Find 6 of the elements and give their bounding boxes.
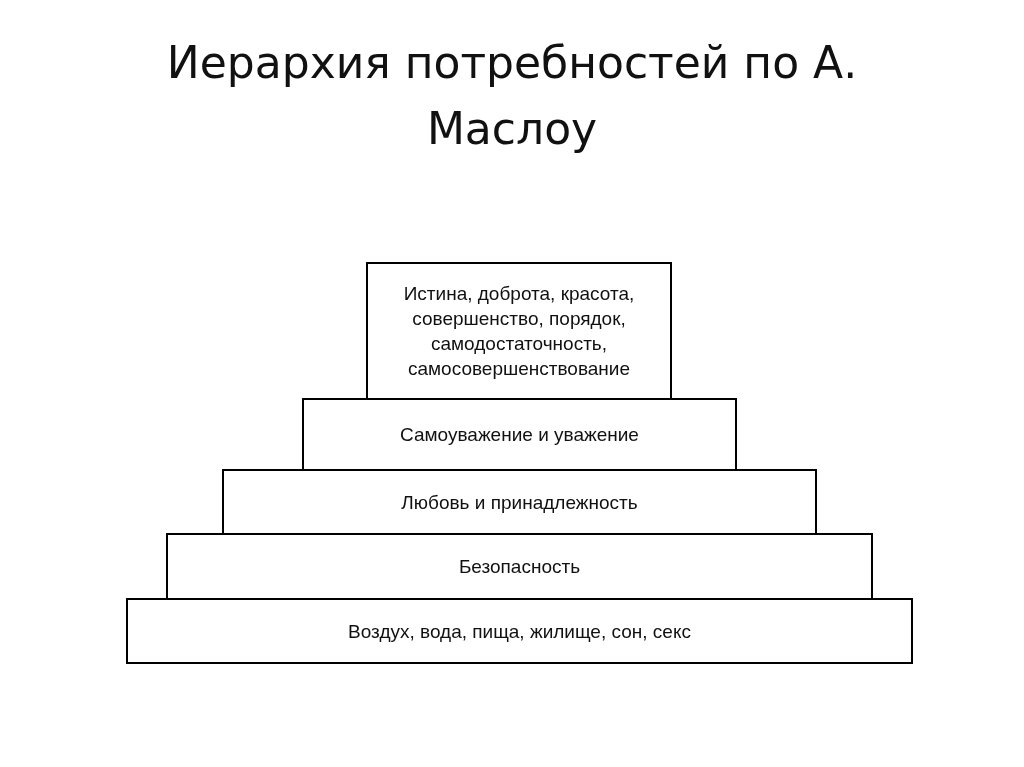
pyramid-step: Самоуважение и уважение (302, 398, 737, 471)
pyramid-step: Любовь и принадлежность (222, 469, 817, 535)
title: Иерархия потребностей по А. Маслоу (165, 36, 859, 156)
pyramid-step: Безопасность (166, 533, 873, 600)
pyramid-step: Воздух, вода, пища, жилище, сон, секс (126, 598, 913, 664)
pyramid-step: Истина, доброта, красота, совершенство, порядок, самодостаточность, самосовершенствование (366, 262, 672, 400)
